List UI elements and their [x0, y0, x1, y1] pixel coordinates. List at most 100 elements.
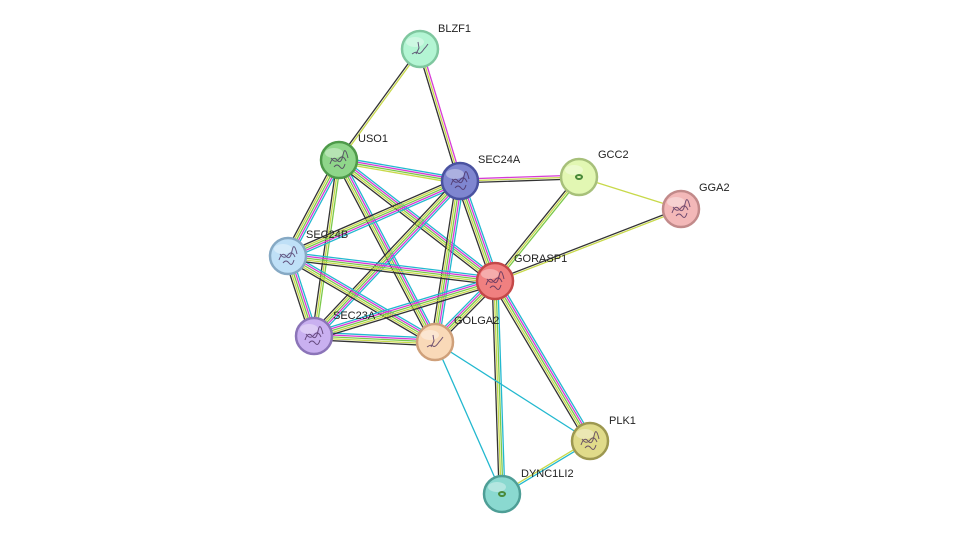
node-circle[interactable]	[661, 189, 701, 229]
edge-gcc2-gorasp1[interactable]	[493, 175, 581, 283]
protein-icon	[304, 326, 324, 345]
edge-line-green	[313, 180, 461, 337]
node-highlight	[421, 330, 439, 340]
node-label: SEC24A	[478, 154, 521, 166]
edge-sec23a-gorasp1[interactable]	[312, 276, 497, 341]
edge-gorasp1-dync1li2[interactable]	[491, 280, 506, 495]
edge-line-cyan	[289, 183, 462, 261]
edge-line-magenta	[314, 181, 462, 338]
node-highlight	[667, 197, 685, 207]
edge-line-green	[313, 280, 496, 337]
edge-line-cyan	[316, 183, 464, 340]
protein-icon	[671, 199, 691, 218]
edge-line-cyan	[438, 181, 465, 343]
edge-line-cyan	[497, 278, 594, 440]
edge-line-green	[495, 177, 581, 283]
edge-line-magenta	[288, 253, 437, 341]
node-sec24b[interactable]: SEC24B	[268, 229, 348, 276]
node-highlight	[446, 169, 464, 179]
edge-line-yellow	[495, 209, 682, 283]
edge-line-green	[338, 159, 436, 343]
edge-line-black	[285, 258, 434, 346]
edge-line-cyan	[288, 251, 496, 278]
node-plk1[interactable]: PLK1	[570, 415, 636, 461]
edge-line-yellow	[338, 162, 460, 185]
node-circle[interactable]	[400, 29, 440, 69]
node-label: USO1	[358, 133, 388, 145]
edge-line-yellow	[336, 160, 434, 344]
protein-icon	[485, 271, 505, 290]
node-gcc2[interactable]: GCC2	[559, 149, 629, 197]
node-circle[interactable]	[415, 322, 455, 362]
edge-line-green	[287, 255, 496, 282]
node-gga2[interactable]: GGA2	[661, 182, 730, 229]
edge-line-black	[335, 161, 433, 345]
edge-line-magenta	[288, 182, 462, 259]
edge-line-magenta	[339, 158, 461, 181]
edge-sec24a-sec24b[interactable]	[286, 176, 462, 261]
node-uso1[interactable]: USO1	[319, 133, 388, 180]
edge-golga2-plk1[interactable]	[434, 341, 591, 442]
strand-icon	[426, 334, 444, 348]
node-label: DYNC1LI2	[521, 468, 574, 480]
edge-line-green	[434, 180, 461, 343]
edge-line-black	[493, 175, 579, 281]
edge-line-green	[494, 280, 591, 442]
edge-sec24b-gorasp1[interactable]	[287, 251, 496, 286]
node-label: GCC2	[598, 149, 629, 161]
edge-gorasp1-plk1[interactable]	[491, 278, 594, 444]
dot-icon	[498, 491, 507, 497]
edge-line-yellow	[419, 48, 461, 182]
edge-blzf1-sec24a[interactable]	[417, 48, 463, 182]
node-highlight	[481, 269, 499, 279]
node-label: GOLGA2	[454, 315, 499, 327]
protein-icon	[450, 171, 470, 190]
node-circle[interactable]	[268, 236, 308, 276]
edge-blzf1-uso1[interactable]	[337, 48, 422, 161]
node-circle[interactable]	[440, 161, 480, 201]
node-blzf1[interactable]: BLZF1	[400, 23, 471, 69]
edge-line-magenta	[421, 48, 463, 181]
edge-uso1-sec23a[interactable]	[311, 159, 342, 337]
node-sec23a[interactable]: SEC23A	[294, 310, 376, 356]
edge-line-yellow	[286, 178, 460, 255]
edge-line-magenta	[496, 279, 593, 441]
node-dync1li2[interactable]: DYNC1LI2	[482, 468, 574, 514]
edge-line-black	[430, 180, 457, 342]
node-circle[interactable]	[570, 421, 610, 461]
node-circle[interactable]	[559, 157, 599, 197]
protein-icon	[278, 246, 298, 265]
node-circle[interactable]	[475, 261, 515, 301]
edge-line-black	[286, 176, 459, 254]
edge-line-yellow	[312, 179, 460, 336]
node-highlight	[274, 244, 292, 254]
edge-line-yellow	[314, 282, 496, 339]
edge-line-green	[495, 280, 504, 494]
edge-sec24a-golga2[interactable]	[430, 180, 465, 343]
edge-line-black	[311, 159, 338, 336]
edge-sec24a-sec23a[interactable]	[310, 177, 464, 340]
node-circle[interactable]	[319, 140, 359, 180]
edge-line-yellow	[287, 257, 495, 284]
node-golga2[interactable]: GOLGA2	[415, 315, 499, 362]
edge-sec24b-golga2[interactable]	[285, 252, 438, 346]
edge-uso1-sec24a[interactable]	[338, 156, 461, 185]
edge-line-magenta	[314, 333, 436, 341]
edge-line-cyan	[312, 276, 495, 333]
node-sec24a[interactable]: SEC24A	[440, 154, 521, 201]
edge-line-black	[313, 339, 435, 347]
node-circle[interactable]	[482, 474, 522, 514]
node-highlight	[325, 148, 343, 158]
edge-sec24a-gcc2[interactable]	[459, 174, 580, 184]
node-highlight	[488, 482, 506, 492]
edge-golga2-dync1li2[interactable]	[434, 341, 503, 495]
edge-line-black	[287, 259, 495, 286]
dot-icon	[575, 174, 584, 180]
node-circle[interactable]	[294, 316, 334, 356]
node-gorasp1[interactable]: GORASP1	[475, 253, 567, 301]
edge-gga2-gorasp1[interactable]	[494, 207, 682, 283]
node-label: SEC24B	[306, 229, 348, 241]
edge-line-green	[287, 180, 461, 257]
edge-line-yellow	[459, 176, 580, 182]
